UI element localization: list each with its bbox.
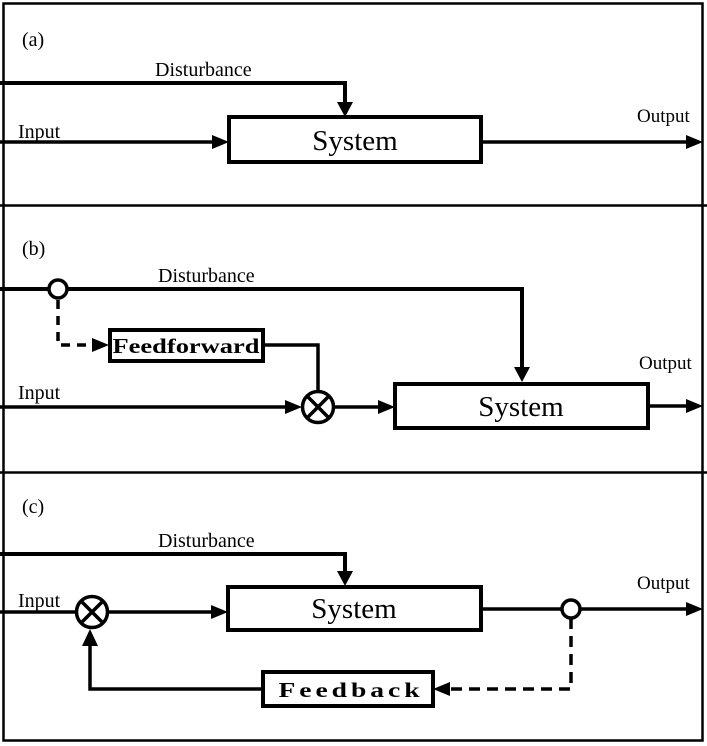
- output-label: Output: [637, 573, 691, 594]
- system-label: System: [478, 391, 564, 423]
- disturbance-arrowhead: [514, 367, 530, 382]
- input-label: Input: [18, 590, 61, 612]
- feedback-in-arrowhead: [433, 682, 450, 696]
- feedback-measure-wire-dashed: [450, 618, 573, 691]
- disturbance-arrowhead: [337, 571, 353, 586]
- panel-a-label: (a): [22, 29, 44, 51]
- output-arrowhead: [686, 399, 703, 413]
- junction-to-system-arrowhead: [378, 400, 395, 414]
- disturbance-label: Disturbance: [155, 59, 252, 81]
- system-label: System: [312, 125, 398, 157]
- panel-a: (a) Disturbance Input System Output: [0, 29, 703, 164]
- panel-b-label: (b): [22, 238, 45, 260]
- input-arrowhead: [285, 400, 302, 414]
- panel-b: (b) Disturbance Feedforward Input System…: [0, 238, 703, 430]
- summing-junction-cross: [79, 599, 105, 625]
- junction-to-system-arrowhead: [211, 605, 228, 619]
- feedforward-in-arrowhead: [92, 338, 109, 352]
- disturbance-wire: [0, 552, 347, 573]
- input-arrowhead: [212, 135, 229, 149]
- disturbance-wire: [0, 287, 524, 369]
- input-label: Input: [18, 121, 61, 143]
- summing-junction-cross: [305, 394, 331, 420]
- disturbance-label: Disturbance: [158, 265, 255, 287]
- panel-c: (c) Disturbance Input System Output Feed…: [0, 496, 703, 708]
- disturbance-label: Disturbance: [158, 530, 255, 552]
- system-block: [227, 115, 483, 164]
- disturbance-wire: [0, 81, 347, 104]
- system-label: System: [311, 593, 397, 625]
- feedforward-label: Feedforward: [113, 334, 260, 358]
- output-arrowhead: [686, 135, 703, 149]
- feedback-label: Feedback: [279, 678, 424, 702]
- system-block: [393, 382, 650, 430]
- feedforward-block: [108, 328, 265, 363]
- panel-c-label: (c): [22, 496, 44, 518]
- output-label: Output: [637, 106, 691, 127]
- disturbance-tap-junction: [47, 278, 69, 300]
- output-arrowhead: [686, 602, 703, 616]
- feedforward-measure-wire-dashed: [56, 300, 92, 347]
- feedback-return-arrowhead: [82, 629, 98, 646]
- input-label: Input: [18, 382, 61, 404]
- disturbance-arrowhead: [337, 102, 353, 117]
- output-label: Output: [639, 353, 693, 374]
- feedback-return-wire: [88, 644, 263, 691]
- feedforward-out-wire: [263, 343, 320, 392]
- output-tap-junction: [560, 598, 582, 620]
